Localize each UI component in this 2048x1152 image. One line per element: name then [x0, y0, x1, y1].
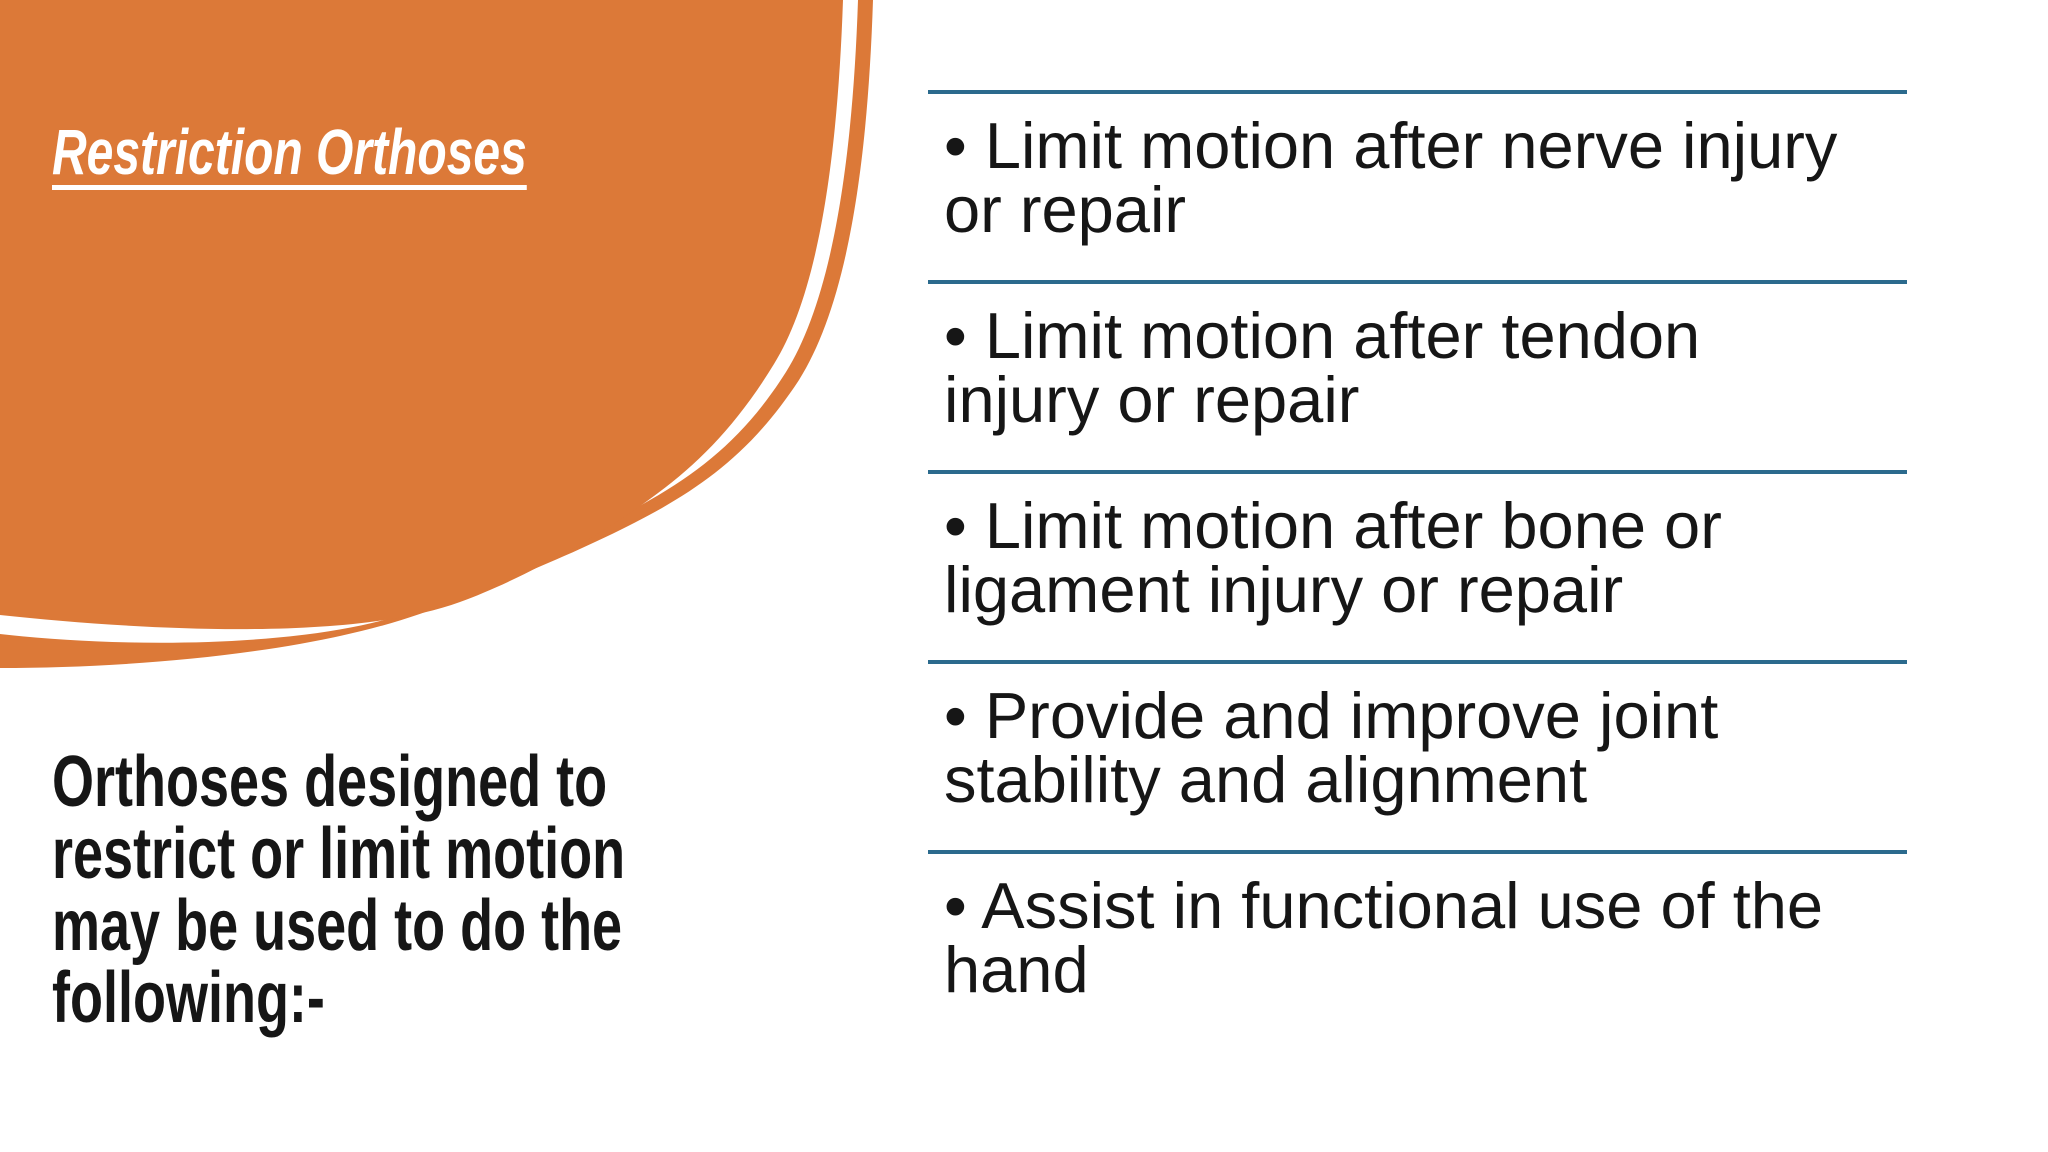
list-item: • Assist in functional use of the hand — [928, 850, 1907, 1002]
list-item-line: hand — [944, 933, 1089, 1006]
main-blob-shape — [0, 0, 843, 630]
list-item: • Limit motion after bone or ligament in… — [928, 470, 1907, 660]
page-title: Restriction Orthoses — [52, 114, 685, 190]
list-item: • Provide and improve joint stability an… — [928, 660, 1907, 850]
list-item-line: injury or repair — [944, 363, 1360, 436]
list-item-line: ligament injury or repair — [944, 553, 1624, 626]
list-item-line: • Assist in functional use of the — [944, 869, 1824, 942]
list-item-line: • Provide and improve joint — [944, 679, 1719, 752]
intro-line: following:- — [52, 958, 325, 1038]
list-item-line: stability and alignment — [944, 743, 1588, 816]
intro-text: Orthoses designed to restrict or limit m… — [52, 746, 816, 1034]
list-item: • Limit motion after nerve injury or rep… — [928, 90, 1907, 280]
page-title-text: Restriction Orthoses — [52, 116, 527, 188]
list-item-line: or repair — [944, 173, 1187, 246]
list-item-line: • Limit motion after tendon — [944, 299, 1701, 372]
list-item-line: • Limit motion after bone or — [944, 489, 1722, 562]
bullet-list: • Limit motion after nerve injury or rep… — [928, 90, 1907, 1002]
intro-line: may be used to do the — [52, 886, 623, 966]
list-item: • Limit motion after tendon injury or re… — [928, 280, 1907, 470]
outer-arc-shape — [0, 0, 873, 668]
intro-line: restrict or limit motion — [52, 814, 626, 894]
white-gap-shape — [0, 0, 858, 643]
list-item-line: • Limit motion after nerve injury — [944, 109, 1838, 182]
intro-line: Orthoses designed to — [52, 742, 608, 822]
